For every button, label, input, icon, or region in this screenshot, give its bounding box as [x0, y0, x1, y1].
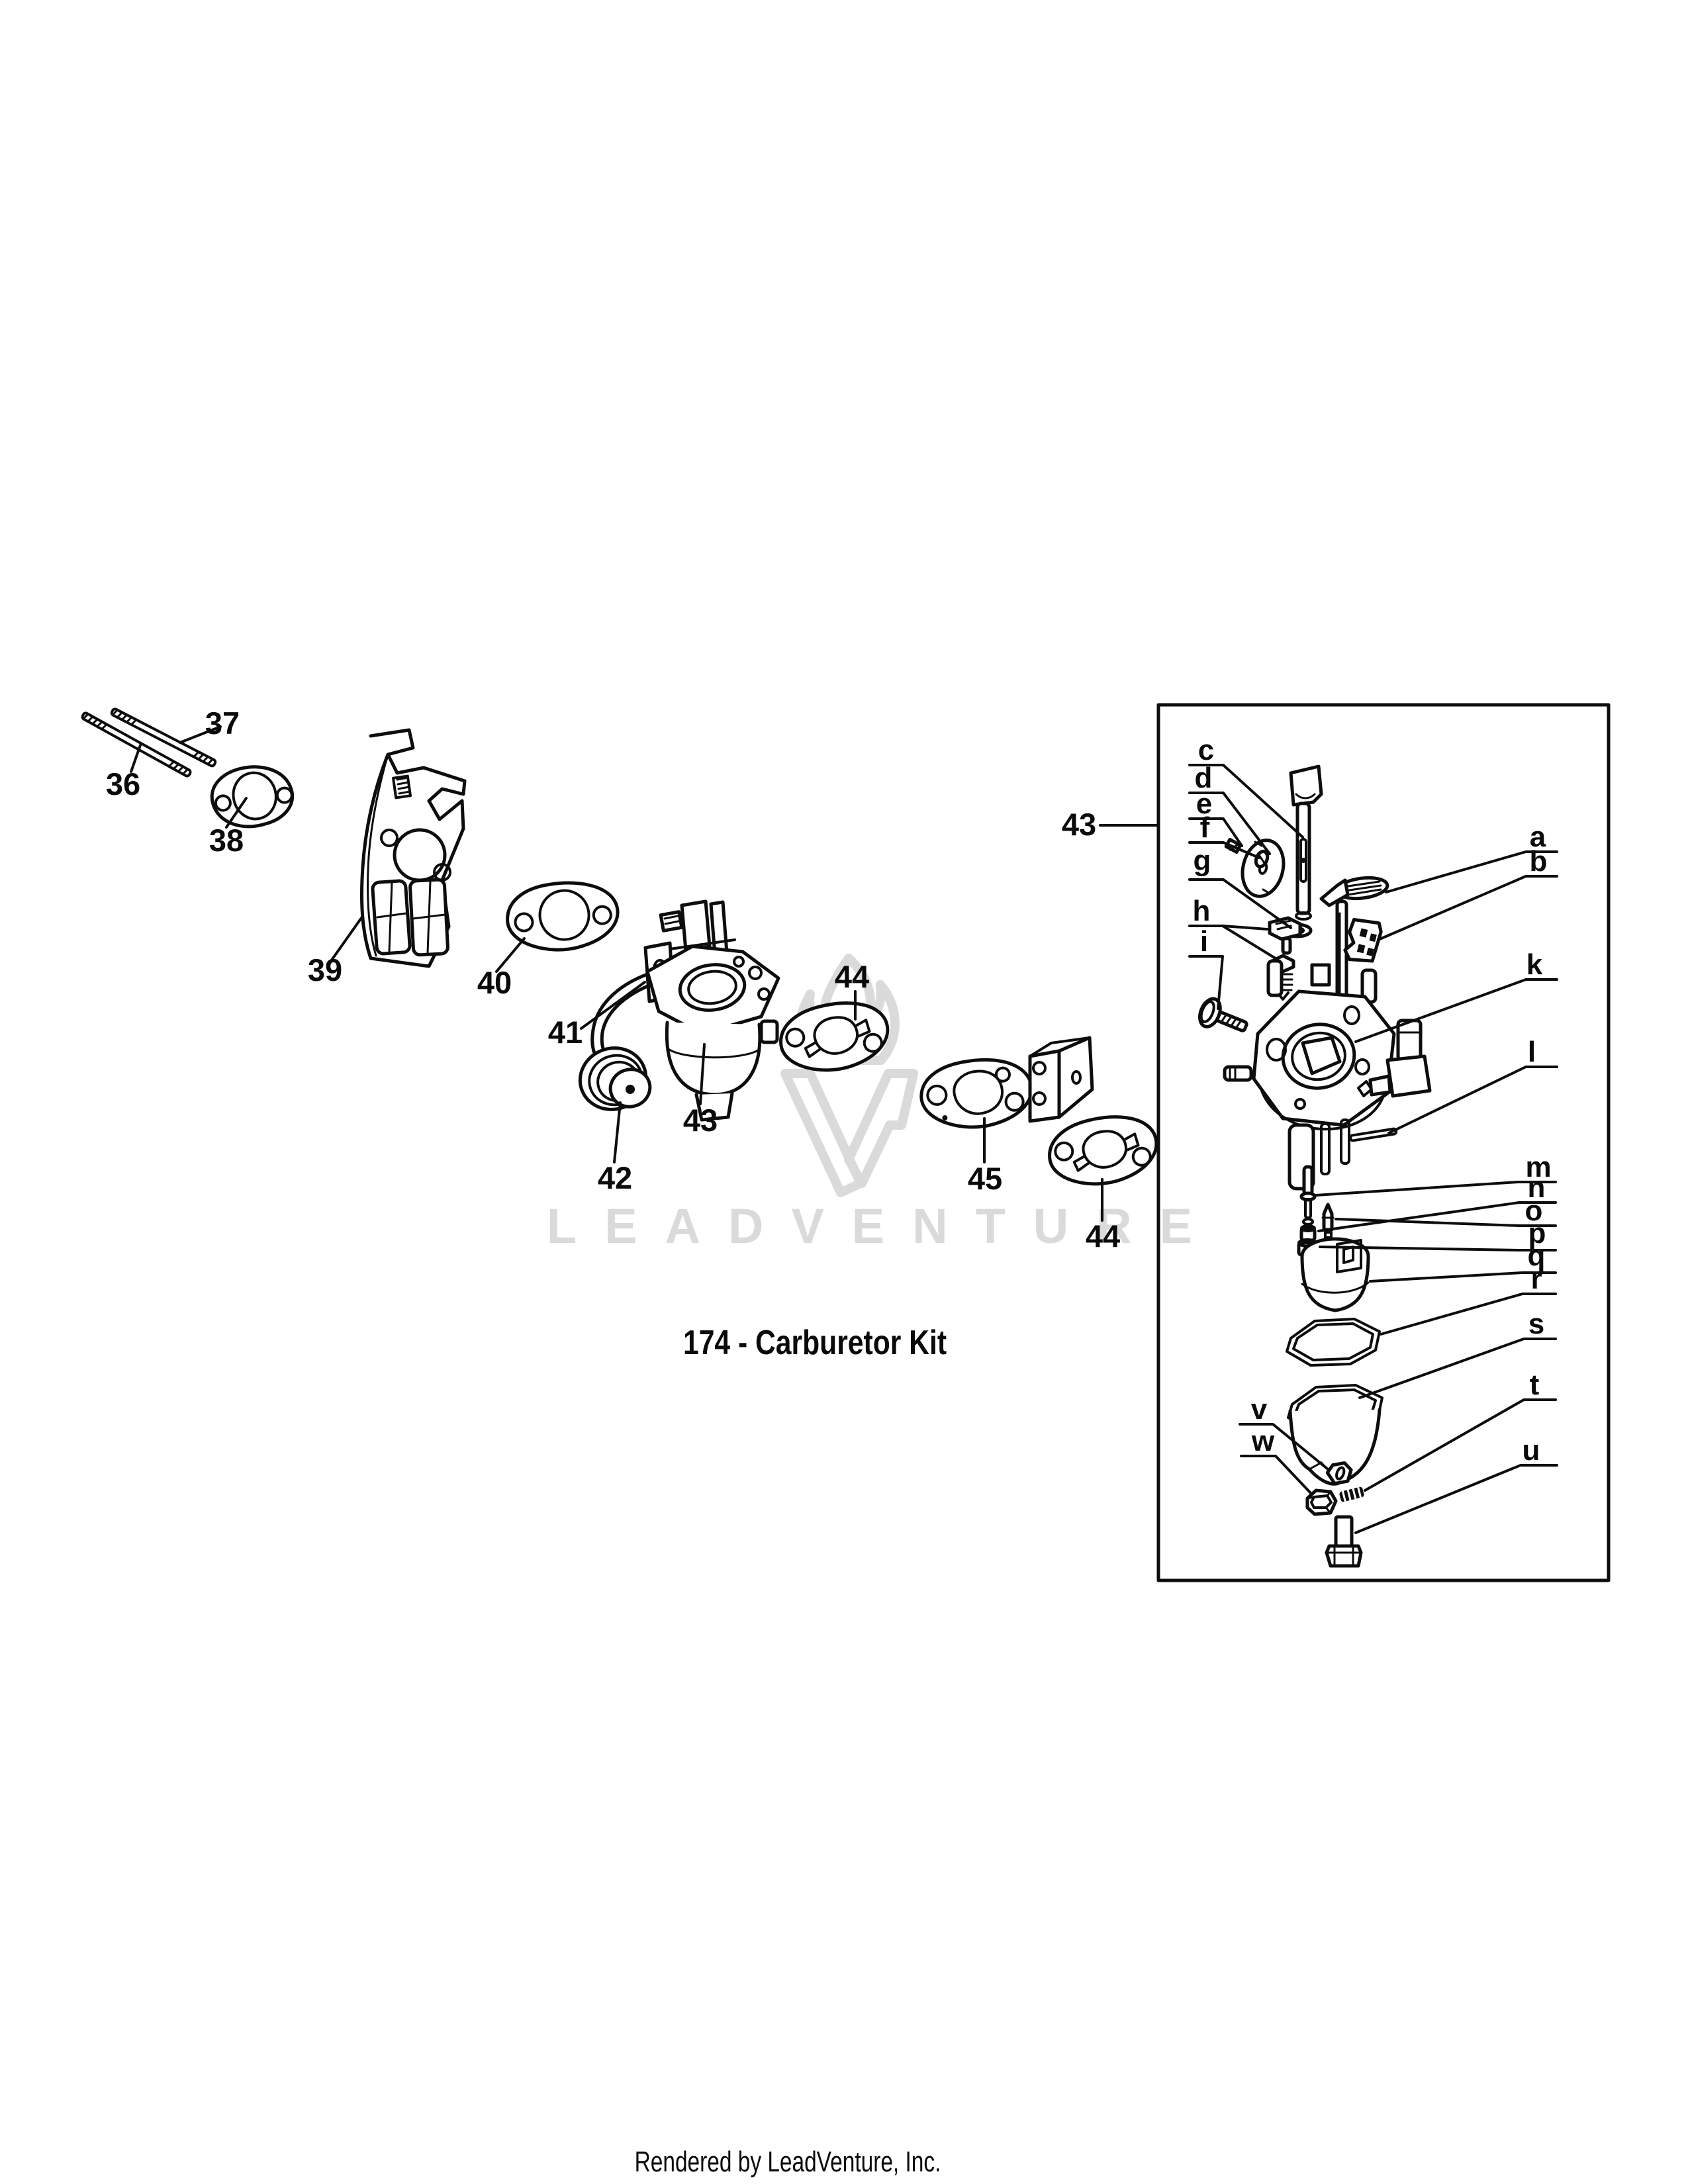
throttle-shaft-drawing	[1319, 876, 1389, 1015]
choke-shaft-drawing	[1289, 764, 1323, 921]
gasket-38-drawing	[210, 765, 295, 829]
carb-body-drawing	[1223, 959, 1432, 1191]
detail-label-o: o	[1525, 1195, 1543, 1227]
detail-label-u: u	[1523, 1434, 1540, 1467]
float-drawing	[1300, 1237, 1370, 1312]
part-label-39: 39	[308, 952, 342, 987]
detail-label-w: w	[1251, 1425, 1275, 1457]
float-bowl-drawing	[1287, 1384, 1383, 1486]
detail-label-k: k	[1526, 948, 1543, 981]
detail-label-a: a	[1530, 821, 1546, 853]
leader-lines-detail	[1188, 764, 1558, 1534]
detail-box	[1156, 703, 1611, 1582]
part-label-45: 45	[968, 1161, 1002, 1196]
part-label-41: 41	[548, 1015, 583, 1050]
part-label-42: 42	[598, 1160, 632, 1195]
gasket-44b-drawing	[1048, 1115, 1158, 1186]
part-label-36: 36	[106, 766, 140, 801]
bracket-45-drawing	[919, 1036, 1094, 1129]
float-pin-drawing	[1348, 1127, 1398, 1142]
detail-label-f: f	[1200, 811, 1210, 844]
bracket-39-drawing	[360, 728, 467, 968]
bowl-gasket-drawing	[1286, 1318, 1381, 1367]
detail-label-h: h	[1193, 895, 1211, 927]
gasket-44a-drawing	[779, 1001, 890, 1072]
detail-label-d: d	[1195, 762, 1213, 794]
cap-42-drawing	[578, 1046, 652, 1111]
leader-lines-main	[130, 725, 1160, 1222]
detail-label-n: n	[1528, 1171, 1546, 1204]
detail-label-e: e	[1196, 788, 1212, 820]
stop-screw-drawing	[1198, 997, 1248, 1032]
footer-credit: Rendered by LeadVenture, Inc.	[635, 2146, 941, 2178]
stud-37-drawing	[110, 707, 217, 768]
detail-label-m: m	[1525, 1151, 1551, 1183]
detail-label-s: s	[1528, 1308, 1544, 1340]
page-title: 174 - Carburetor Kit	[683, 1324, 947, 1362]
gasket-40-drawing	[506, 881, 620, 952]
detail-box-label-43: 43	[1062, 807, 1096, 842]
part-label-37: 37	[205, 705, 240, 741]
bowl-bolt-drawing	[1325, 1515, 1363, 1568]
detail-label-g: g	[1194, 844, 1211, 877]
part-label-38: 38	[209, 823, 244, 858]
plate-b-drawing	[1343, 918, 1383, 963]
watermark-text: LEADVENTURE	[547, 1199, 1220, 1253]
detail-label-r: r	[1530, 1263, 1542, 1295]
jet-n-drawing	[1299, 1224, 1317, 1242]
drain-screw-drawing	[1339, 1486, 1364, 1502]
detail-label-p: p	[1528, 1217, 1546, 1250]
part-label-44b: 44	[1086, 1218, 1120, 1253]
detail-label-b: b	[1530, 845, 1548, 878]
nut-drawing	[1305, 1488, 1338, 1516]
detail-label-t: t	[1530, 1369, 1540, 1401]
seal-washer-drawing	[1325, 1461, 1353, 1486]
detail-label-l: l	[1528, 1036, 1536, 1068]
detail-label-i: i	[1200, 925, 1208, 958]
carburetor-43-drawing	[643, 899, 780, 1122]
detail-label-q: q	[1528, 1240, 1546, 1272]
stud-36-drawing	[81, 711, 192, 778]
limiter-cap-drawing	[1268, 916, 1302, 955]
main-nozzle-drawing	[1299, 1165, 1317, 1226]
part-label-43: 43	[683, 1103, 718, 1138]
detail-label-v: v	[1251, 1393, 1268, 1426]
detail-label-c: c	[1198, 734, 1214, 766]
part-label-44a: 44	[835, 959, 869, 994]
part-label-40: 40	[477, 965, 512, 1000]
